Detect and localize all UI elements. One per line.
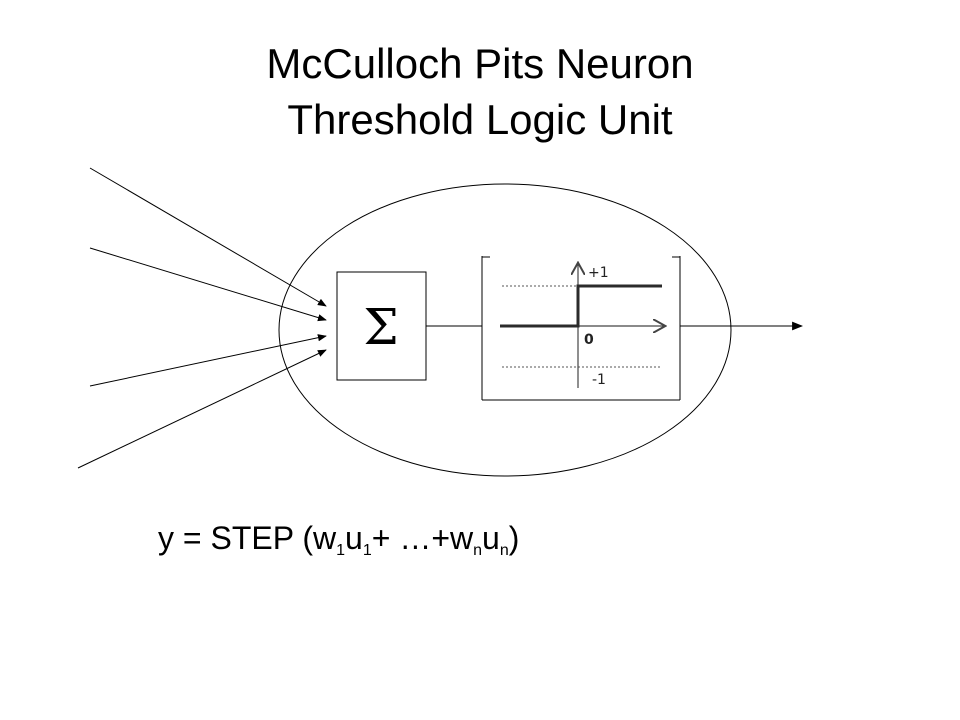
formula-sub-u1: 1 xyxy=(362,542,372,559)
title-line-1: McCulloch Pits Neuron xyxy=(266,40,694,87)
step-plot-frame xyxy=(482,258,680,400)
summation-box xyxy=(336,271,427,381)
label-plus-one: +1 xyxy=(588,265,609,281)
step-formula: y = STEP (w1u1+ …+wnun) xyxy=(158,518,520,559)
input-arrow-3 xyxy=(89,334,327,387)
slide-title: McCulloch Pits Neuron Threshold Logic Un… xyxy=(0,36,960,148)
formula-u1: u xyxy=(345,520,363,556)
formula-middle: + …+w xyxy=(371,520,474,556)
summation-symbol: Σ xyxy=(363,298,398,356)
input-arrow-4 xyxy=(77,349,327,469)
step-function-plot: +1 0 -1 xyxy=(481,256,681,401)
input-arrow-2 xyxy=(89,247,327,322)
title-line-2: Threshold Logic Unit xyxy=(287,96,673,143)
input-arrow-1 xyxy=(89,167,327,307)
label-zero: 0 xyxy=(584,332,594,348)
formula-sub-wn: n xyxy=(473,542,483,559)
formula-suffix: ) xyxy=(508,520,520,556)
formula-un: u xyxy=(482,520,500,556)
formula-sub-un: n xyxy=(499,542,509,559)
label-minus-one: -1 xyxy=(592,372,606,388)
formula-prefix: y = STEP (w xyxy=(158,520,337,556)
formula-sub-w1: 1 xyxy=(336,542,346,559)
neuron-body-ellipse xyxy=(278,183,732,477)
step-curve xyxy=(500,284,662,328)
